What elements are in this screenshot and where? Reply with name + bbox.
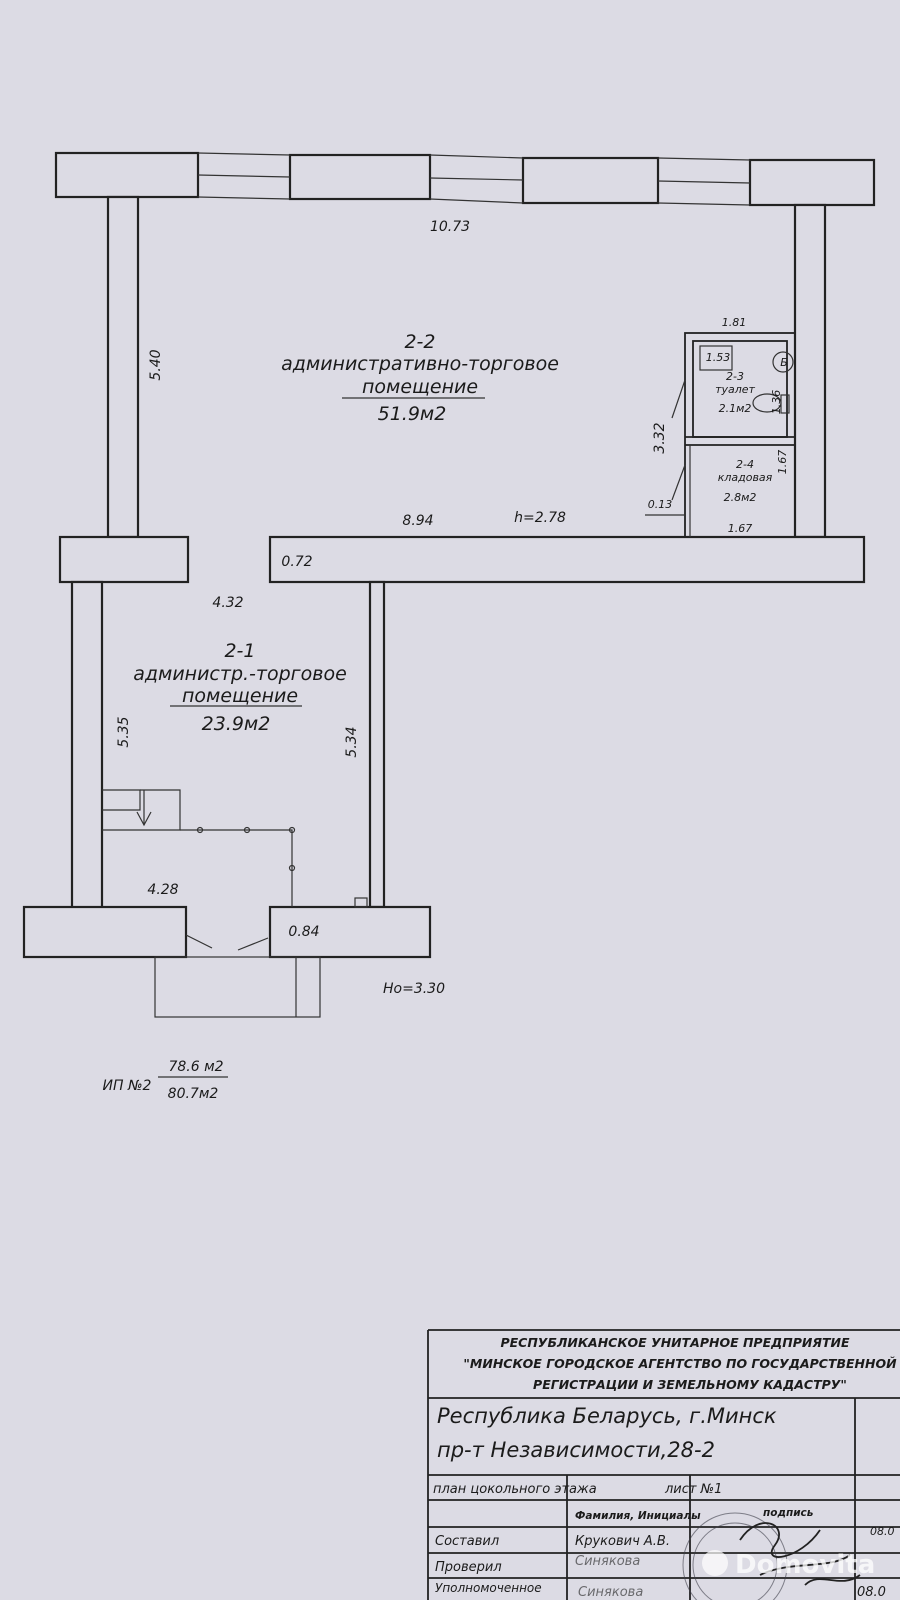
floor-level: Hо=3.30 bbox=[383, 981, 445, 997]
window bbox=[429, 154, 524, 204]
header-sign: подпись bbox=[763, 1507, 814, 1519]
dim-closet-side: 3.32 bbox=[652, 422, 668, 453]
watermark-logo: Domovita bbox=[702, 1550, 875, 1580]
row-name-2: Синякова bbox=[575, 1554, 640, 1569]
org-line-1: РЕСПУБЛИКАНСКОЕ УНИТАРНОЕ ПРЕДПРИЯТИЕ bbox=[500, 1335, 849, 1350]
ceiling-height: h=2.78 bbox=[514, 510, 566, 526]
dim-door-offset: 0.13 bbox=[648, 498, 673, 511]
window bbox=[197, 152, 291, 200]
room-2-3-area: 2.1м2 bbox=[719, 402, 752, 415]
stamp-seal bbox=[682, 1512, 788, 1600]
summary-area-primary: 78.6 м2 bbox=[168, 1059, 223, 1075]
room-2-2-area: 51.9м2 bbox=[378, 403, 447, 425]
sheet-number: лист №1 bbox=[664, 1482, 722, 1497]
dim-wc-inner: 1.53 bbox=[706, 351, 731, 364]
summary-label: ИП №2 bbox=[103, 1078, 152, 1094]
room-2-3-name: туалет bbox=[715, 383, 755, 396]
dim-lower-top: 4.32 bbox=[212, 595, 243, 611]
dim-entrance: 0.84 bbox=[288, 924, 319, 940]
room-2-2-name-2: помещение bbox=[362, 376, 478, 398]
dim-lower-right: 5.34 bbox=[344, 726, 360, 757]
row-role-2: Проверил bbox=[435, 1560, 502, 1575]
row-name-3: Синякова bbox=[578, 1585, 643, 1600]
room-2-3-number: 2-3 bbox=[726, 370, 744, 383]
dim-left-upper: 5.40 bbox=[148, 349, 164, 380]
plan-name: план цокольного этажа bbox=[433, 1482, 597, 1497]
handwritten-signature bbox=[739, 1522, 861, 1586]
summary-area-total: 80.7м2 bbox=[168, 1086, 219, 1102]
org-line-2: "МИНСКОЕ ГОРОДСКОЕ АГЕНТСТВО ПО ГОСУДАРС… bbox=[463, 1356, 897, 1371]
address-line-2: пр-т Независимости,28-2 bbox=[437, 1438, 715, 1462]
dim-wall-thickness: 0.72 bbox=[281, 554, 312, 570]
header-name: Фамилия, Инициалы bbox=[575, 1510, 701, 1522]
room-2-1-name: администр.-торговое bbox=[133, 663, 347, 685]
dim-closet-width: 1.67 bbox=[728, 522, 753, 535]
dim-closet-height: 1.67 bbox=[776, 450, 789, 475]
row-date-3: 08.0 bbox=[857, 1585, 886, 1600]
room-2-4-number: 2-4 bbox=[736, 458, 754, 471]
row-role-3: Уполномоченное bbox=[435, 1581, 542, 1595]
room-2-4-area: 2.8м2 bbox=[724, 491, 757, 504]
org-line-3: РЕГИСТРАЦИИ И ЗЕМЕЛЬНОМУ КАДАСТРУ" bbox=[533, 1377, 847, 1392]
room-2-2-number: 2-2 bbox=[404, 331, 435, 353]
dim-top-width: 10.73 bbox=[430, 219, 470, 235]
dim-wc-height: 1.36 bbox=[770, 390, 783, 415]
dim-wc-width: 1.81 bbox=[722, 316, 747, 329]
boiler-marker: Б bbox=[780, 356, 788, 369]
room-2-1-area: 23.9м2 bbox=[202, 713, 271, 735]
wc-closet-block bbox=[671, 332, 796, 538]
room-2-4-name: кладовая bbox=[718, 471, 773, 484]
row-role-1: Составил bbox=[435, 1534, 499, 1549]
lower-walls bbox=[22, 580, 432, 1018]
row-name-1: Крукович А.В. bbox=[575, 1534, 670, 1549]
dim-mid-width: 8.94 bbox=[402, 513, 433, 529]
window bbox=[657, 157, 751, 206]
room-2-1-name-2: помещение bbox=[182, 685, 298, 707]
room-2-2-name: административно-торговое bbox=[281, 353, 559, 375]
dim-lower-left: 5.35 bbox=[116, 716, 132, 747]
upper-walls bbox=[54, 151, 876, 584]
dim-lower-bottom: 4.28 bbox=[147, 882, 178, 898]
room-2-1-number: 2-1 bbox=[224, 640, 255, 662]
title-block: РЕСПУБЛИКАНСКОЕ УНИТАРНОЕ ПРЕДПРИЯТИЕ "М… bbox=[427, 1329, 900, 1600]
watermark-text: Domovita bbox=[735, 1550, 875, 1580]
address-line-1: Республика Беларусь, г.Минск bbox=[437, 1404, 777, 1428]
row-date-1: 08.0 bbox=[870, 1525, 895, 1538]
